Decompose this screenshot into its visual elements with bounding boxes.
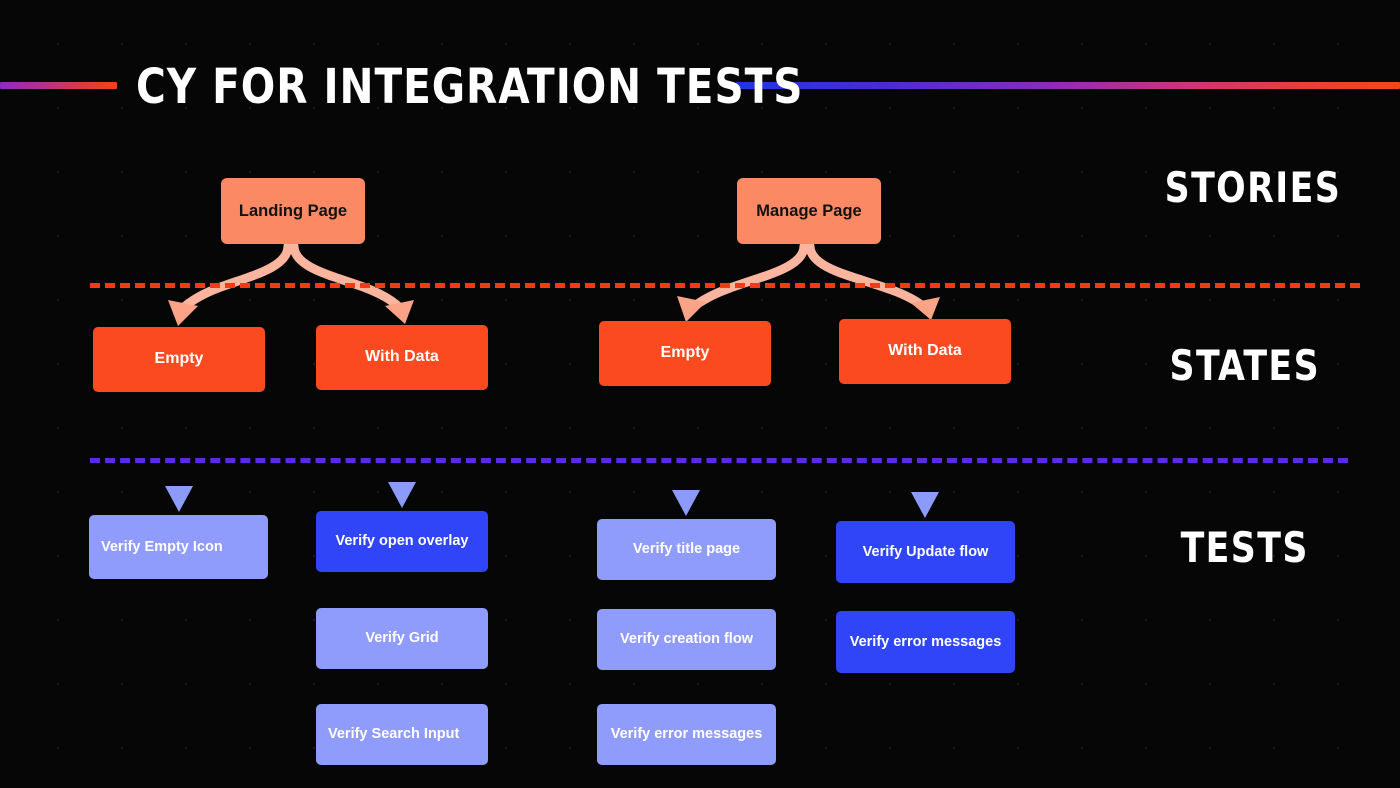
test-node-verify-creation-flow[interactable]: Verify creation flow <box>597 609 776 670</box>
test-node-verify-error-messages-2[interactable]: Verify error messages <box>836 611 1015 673</box>
test-node-verify-search-input[interactable]: Verify Search Input <box>316 704 488 765</box>
story-node-manage-page[interactable]: Manage Page <box>737 178 881 244</box>
test-node-verify-grid[interactable]: Verify Grid <box>316 608 488 669</box>
page-title: CY FOR INTEGRATION TESTS <box>136 59 804 115</box>
lane-label-tests: TESTS <box>1180 523 1309 572</box>
story-node-landing-page[interactable]: Landing Page <box>221 178 365 244</box>
test-node-verify-title-page[interactable]: Verify title page <box>597 519 776 580</box>
header-rule-left <box>0 82 117 89</box>
test-node-verify-update-flow[interactable]: Verify Update flow <box>836 521 1015 583</box>
state-node-landing-empty[interactable]: Empty <box>93 327 265 392</box>
lane-label-stories: STORIES <box>1164 163 1342 212</box>
divider-states-tests <box>90 458 1348 463</box>
divider-stories-states <box>90 283 1360 288</box>
state-node-manage-with-data[interactable]: With Data <box>839 319 1011 384</box>
connector-manage-data-to-test <box>911 384 939 518</box>
test-node-verify-empty-icon[interactable]: Verify Empty Icon <box>89 515 268 579</box>
connector-landing-empty-to-test <box>165 392 193 512</box>
state-node-manage-empty[interactable]: Empty <box>599 321 771 386</box>
test-node-verify-error-messages-1[interactable]: Verify error messages <box>597 704 776 765</box>
connector-landing-data-to-test <box>388 390 416 508</box>
connector-manage-empty-to-test <box>672 386 700 516</box>
state-node-landing-with-data[interactable]: With Data <box>316 325 488 390</box>
lane-label-states: STATES <box>1169 341 1320 390</box>
header: CY FOR INTEGRATION TESTS <box>0 52 1400 122</box>
header-rule-right <box>736 82 1400 89</box>
test-node-verify-open-overlay[interactable]: Verify open overlay <box>316 511 488 572</box>
